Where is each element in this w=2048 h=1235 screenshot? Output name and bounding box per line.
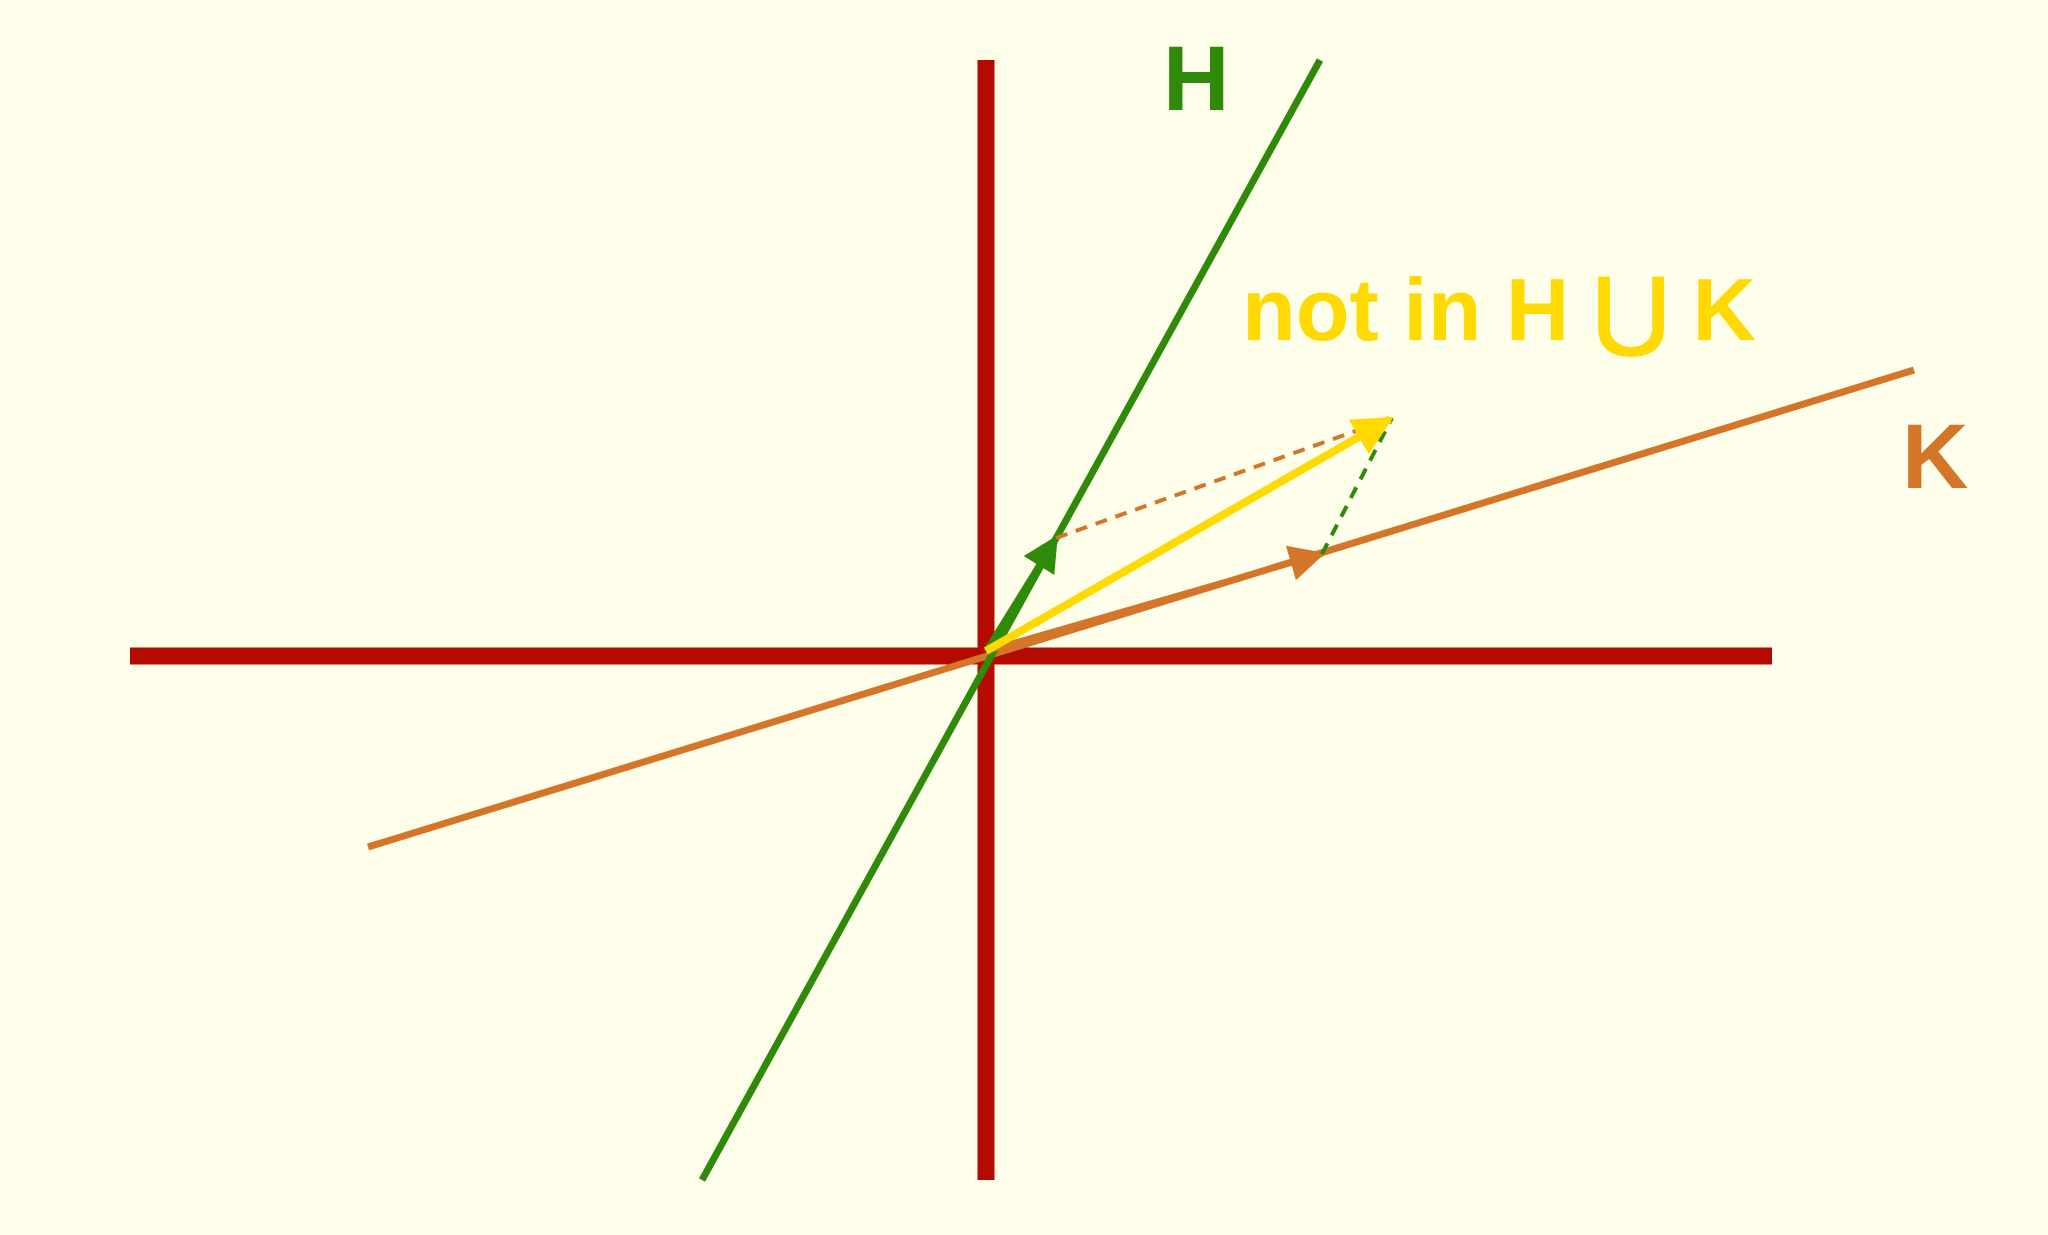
vector-in-k xyxy=(985,545,1326,654)
sum-vector xyxy=(984,415,1394,655)
vector-in-h xyxy=(983,534,1059,653)
sum-vector-note: not in H ⋃ K xyxy=(1242,260,1756,359)
dashed-k-translate xyxy=(1055,416,1393,540)
subspace-h-line xyxy=(698,58,1324,1182)
subspace-h-label: H xyxy=(1163,28,1229,130)
subspace-k-label: K xyxy=(1902,406,1968,508)
